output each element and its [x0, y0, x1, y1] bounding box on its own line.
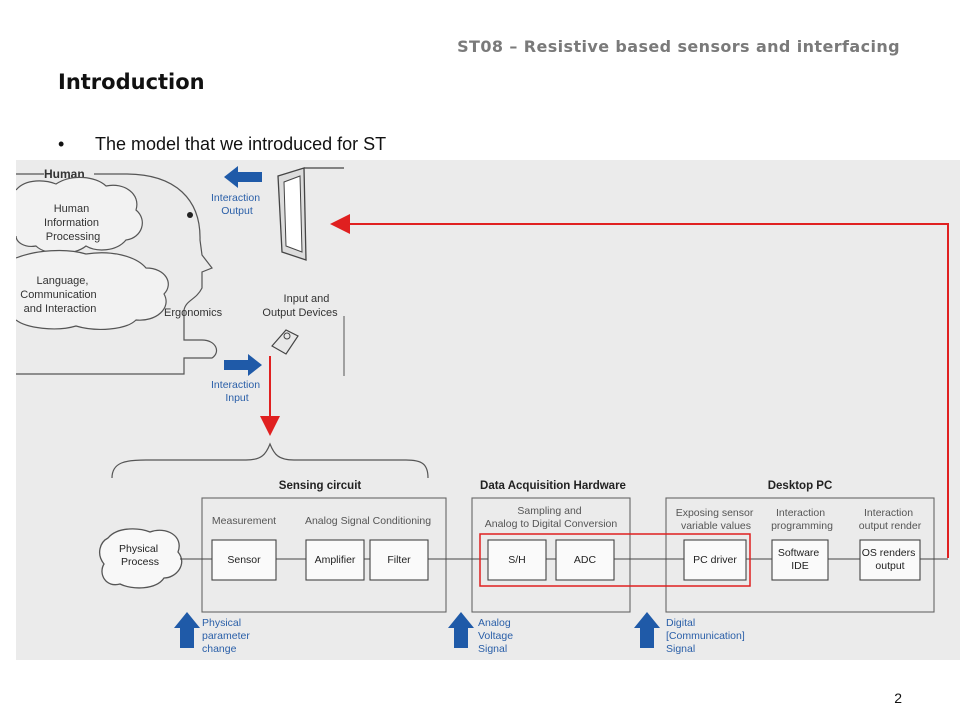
interaction-output-arrow: [224, 166, 262, 188]
interaction-input-label: Interaction Input: [211, 379, 263, 404]
os-renders-block: [859, 539, 921, 581]
sh-block: [487, 539, 547, 581]
input-device-icon: [271, 329, 299, 355]
interaction-programming-label: Interaction programming: [771, 507, 833, 532]
section-title: Introduction: [58, 70, 205, 94]
sampling-label: Sampling and Analog to Digital Conversio…: [485, 505, 618, 530]
digital-signal-label: Digital [Communication] Signal: [666, 617, 748, 655]
bullet-item: • The model that we introduced for ST: [58, 134, 386, 155]
filter-block: [369, 539, 429, 581]
adc-highlight-box: [479, 533, 751, 587]
sensor-label: Sensor: [227, 554, 261, 566]
output-render-label: Interaction output render: [859, 507, 922, 532]
sensing-brace: [111, 442, 429, 479]
analog-conditioning-label: Analog Signal Conditioning: [305, 515, 431, 527]
analog-voltage-label: Analog Voltage Signal: [478, 617, 516, 655]
physical-process-label: Physical Process: [119, 543, 161, 568]
page-number: 2: [894, 690, 902, 706]
red-output-feedback-line: [330, 214, 949, 558]
human-processing-text: Human Information Processing: [44, 203, 102, 243]
digital-signal-arrow: [634, 612, 660, 648]
amplifier-block: [305, 539, 365, 581]
monitor-icon: [277, 167, 344, 261]
thought-cloud-language: [16, 249, 169, 330]
pc-driver-label: PC driver: [693, 554, 737, 566]
filter-label: Filter: [387, 554, 411, 566]
thought-cloud-processing: [16, 176, 143, 255]
diagram-svg: Human Human Information Processing Langu…: [16, 166, 949, 655]
physical-change-arrow: [174, 612, 200, 648]
physical-process-cloud: [98, 528, 183, 589]
language-text: Language, Communication and Interaction: [20, 275, 99, 315]
pc-driver-block: [683, 539, 747, 581]
bullet-marker: •: [58, 134, 65, 154]
interaction-input-arrow: [224, 354, 262, 376]
adc-label: ADC: [574, 554, 597, 566]
interaction-model-diagram: Human Human Information Processing Langu…: [16, 160, 960, 660]
measurement-label: Measurement: [212, 515, 276, 527]
analog-voltage-arrow: [448, 612, 474, 648]
software-ide-label: Software IDE: [778, 547, 822, 572]
os-renders-label: OS renders output: [862, 547, 919, 572]
daq-box: [471, 497, 631, 613]
amplifier-label: Amplifier: [315, 554, 356, 566]
sensing-circuit-title: Sensing circuit: [279, 480, 362, 492]
course-title: ST08 – Resistive based sensors and inter…: [457, 37, 900, 56]
desktop-pc-title: Desktop PC: [768, 480, 833, 492]
io-devices-label: Input and Output Devices: [262, 293, 338, 319]
desktop-pc-box: [665, 497, 935, 613]
software-ide-block: [771, 539, 829, 581]
human-section: Human Human Information Processing Langu…: [16, 167, 223, 375]
ergonomics-label: Ergonomics: [164, 307, 223, 319]
adc-block: [555, 539, 615, 581]
interaction-output-label: Interaction Output: [211, 192, 263, 217]
bullet-text: The model that we introduced for ST: [95, 134, 387, 154]
eye-icon: [187, 212, 193, 218]
sensor-block: [211, 539, 277, 581]
data-acquisition-title: Data Acquisition Hardware: [480, 480, 626, 492]
sh-label: S/H: [508, 554, 526, 566]
physical-change-label: Physical parameter change: [202, 617, 253, 655]
human-head-outline: [16, 173, 218, 375]
sensing-circuit-box: [201, 497, 447, 613]
exposing-sensor-label: Exposing sensor variable values: [676, 507, 757, 532]
